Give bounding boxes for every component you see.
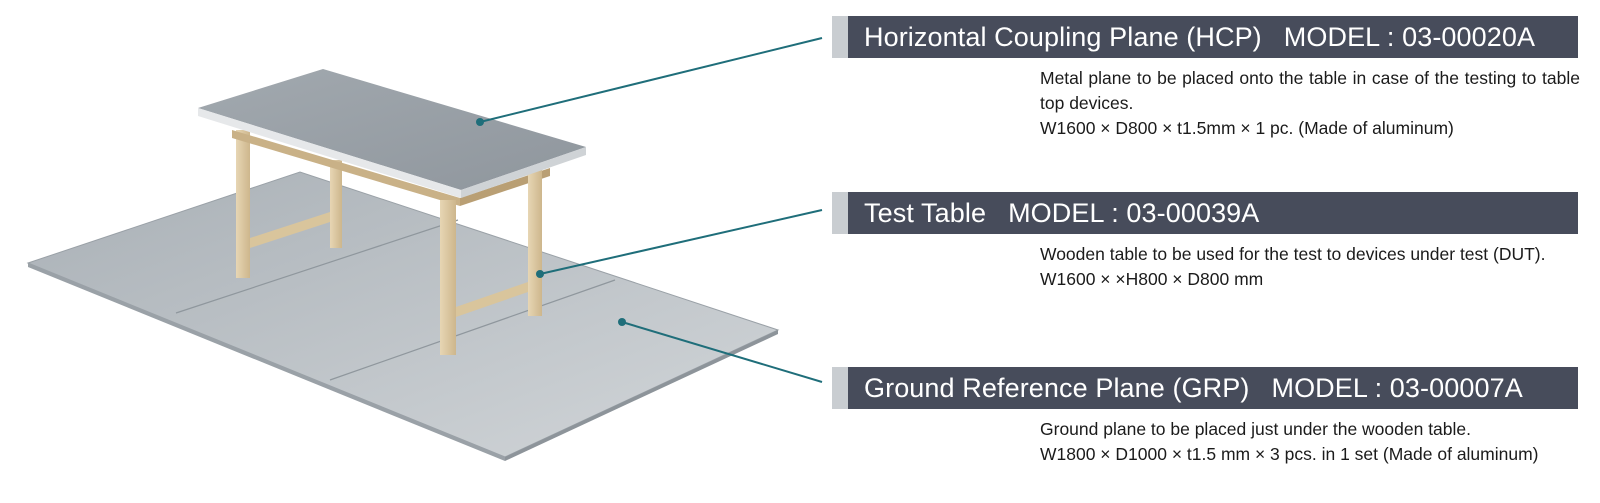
section-description: Ground plane to be placed just under the… [1040,417,1580,467]
section-title: Horizontal Coupling Plane (HCP) [864,21,1262,52]
ground-reference-plane [26,171,780,461]
header-tab [832,192,848,234]
section-description: Wooden table to be used for the test to … [1040,242,1580,292]
spec-text: W1600 × D800 × t1.5mm × 1 pc. (Made of a… [1040,118,1454,138]
description-text: Ground plane to be placed just under the… [1040,419,1472,439]
header-tab [832,367,848,409]
header-bar: Horizontal Coupling Plane (HCP) MODEL : … [848,16,1578,58]
header-bar: Ground Reference Plane (GRP) MODEL : 03-… [848,367,1578,409]
test-setup-illustration [26,69,780,461]
spec-text: W1800 × D1000 × t1.5 mm × 3 pcs. in 1 se… [1040,444,1539,464]
section-hcp: Horizontal Coupling Plane (HCP) MODEL : … [832,16,1580,141]
section-header: Horizontal Coupling Plane (HCP) MODEL : … [832,16,1578,58]
section-grp: Ground Reference Plane (GRP) MODEL : 03-… [832,367,1578,467]
section-title: Ground Reference Plane (GRP) [864,372,1250,403]
horizontal-coupling-plane [198,69,586,198]
header-tab [832,16,848,58]
header-bar: Test Table MODEL : 03-00039A [848,192,1578,234]
section-description: Metal plane to be placed onto the table … [1040,66,1580,141]
model-number: MODEL : 03-00007A [1271,372,1523,403]
model-number: MODEL : 03-00020A [1283,21,1536,52]
section-header: Ground Reference Plane (GRP) MODEL : 03-… [832,367,1578,409]
section-title: Test Table [864,197,987,228]
section-test-table: Test Table MODEL : 03-00039A Wooden tabl… [832,192,1578,292]
test-table [198,69,586,355]
section-header: Test Table MODEL : 03-00039A [832,192,1578,234]
description-text: Wooden table to be used for the test to … [1040,244,1546,264]
model-number: MODEL : 03-00039A [1008,197,1260,228]
description-text: Metal plane to be placed onto the table … [1040,68,1580,113]
spec-text: W1600 × ×H800 × D800 mm [1040,269,1264,289]
